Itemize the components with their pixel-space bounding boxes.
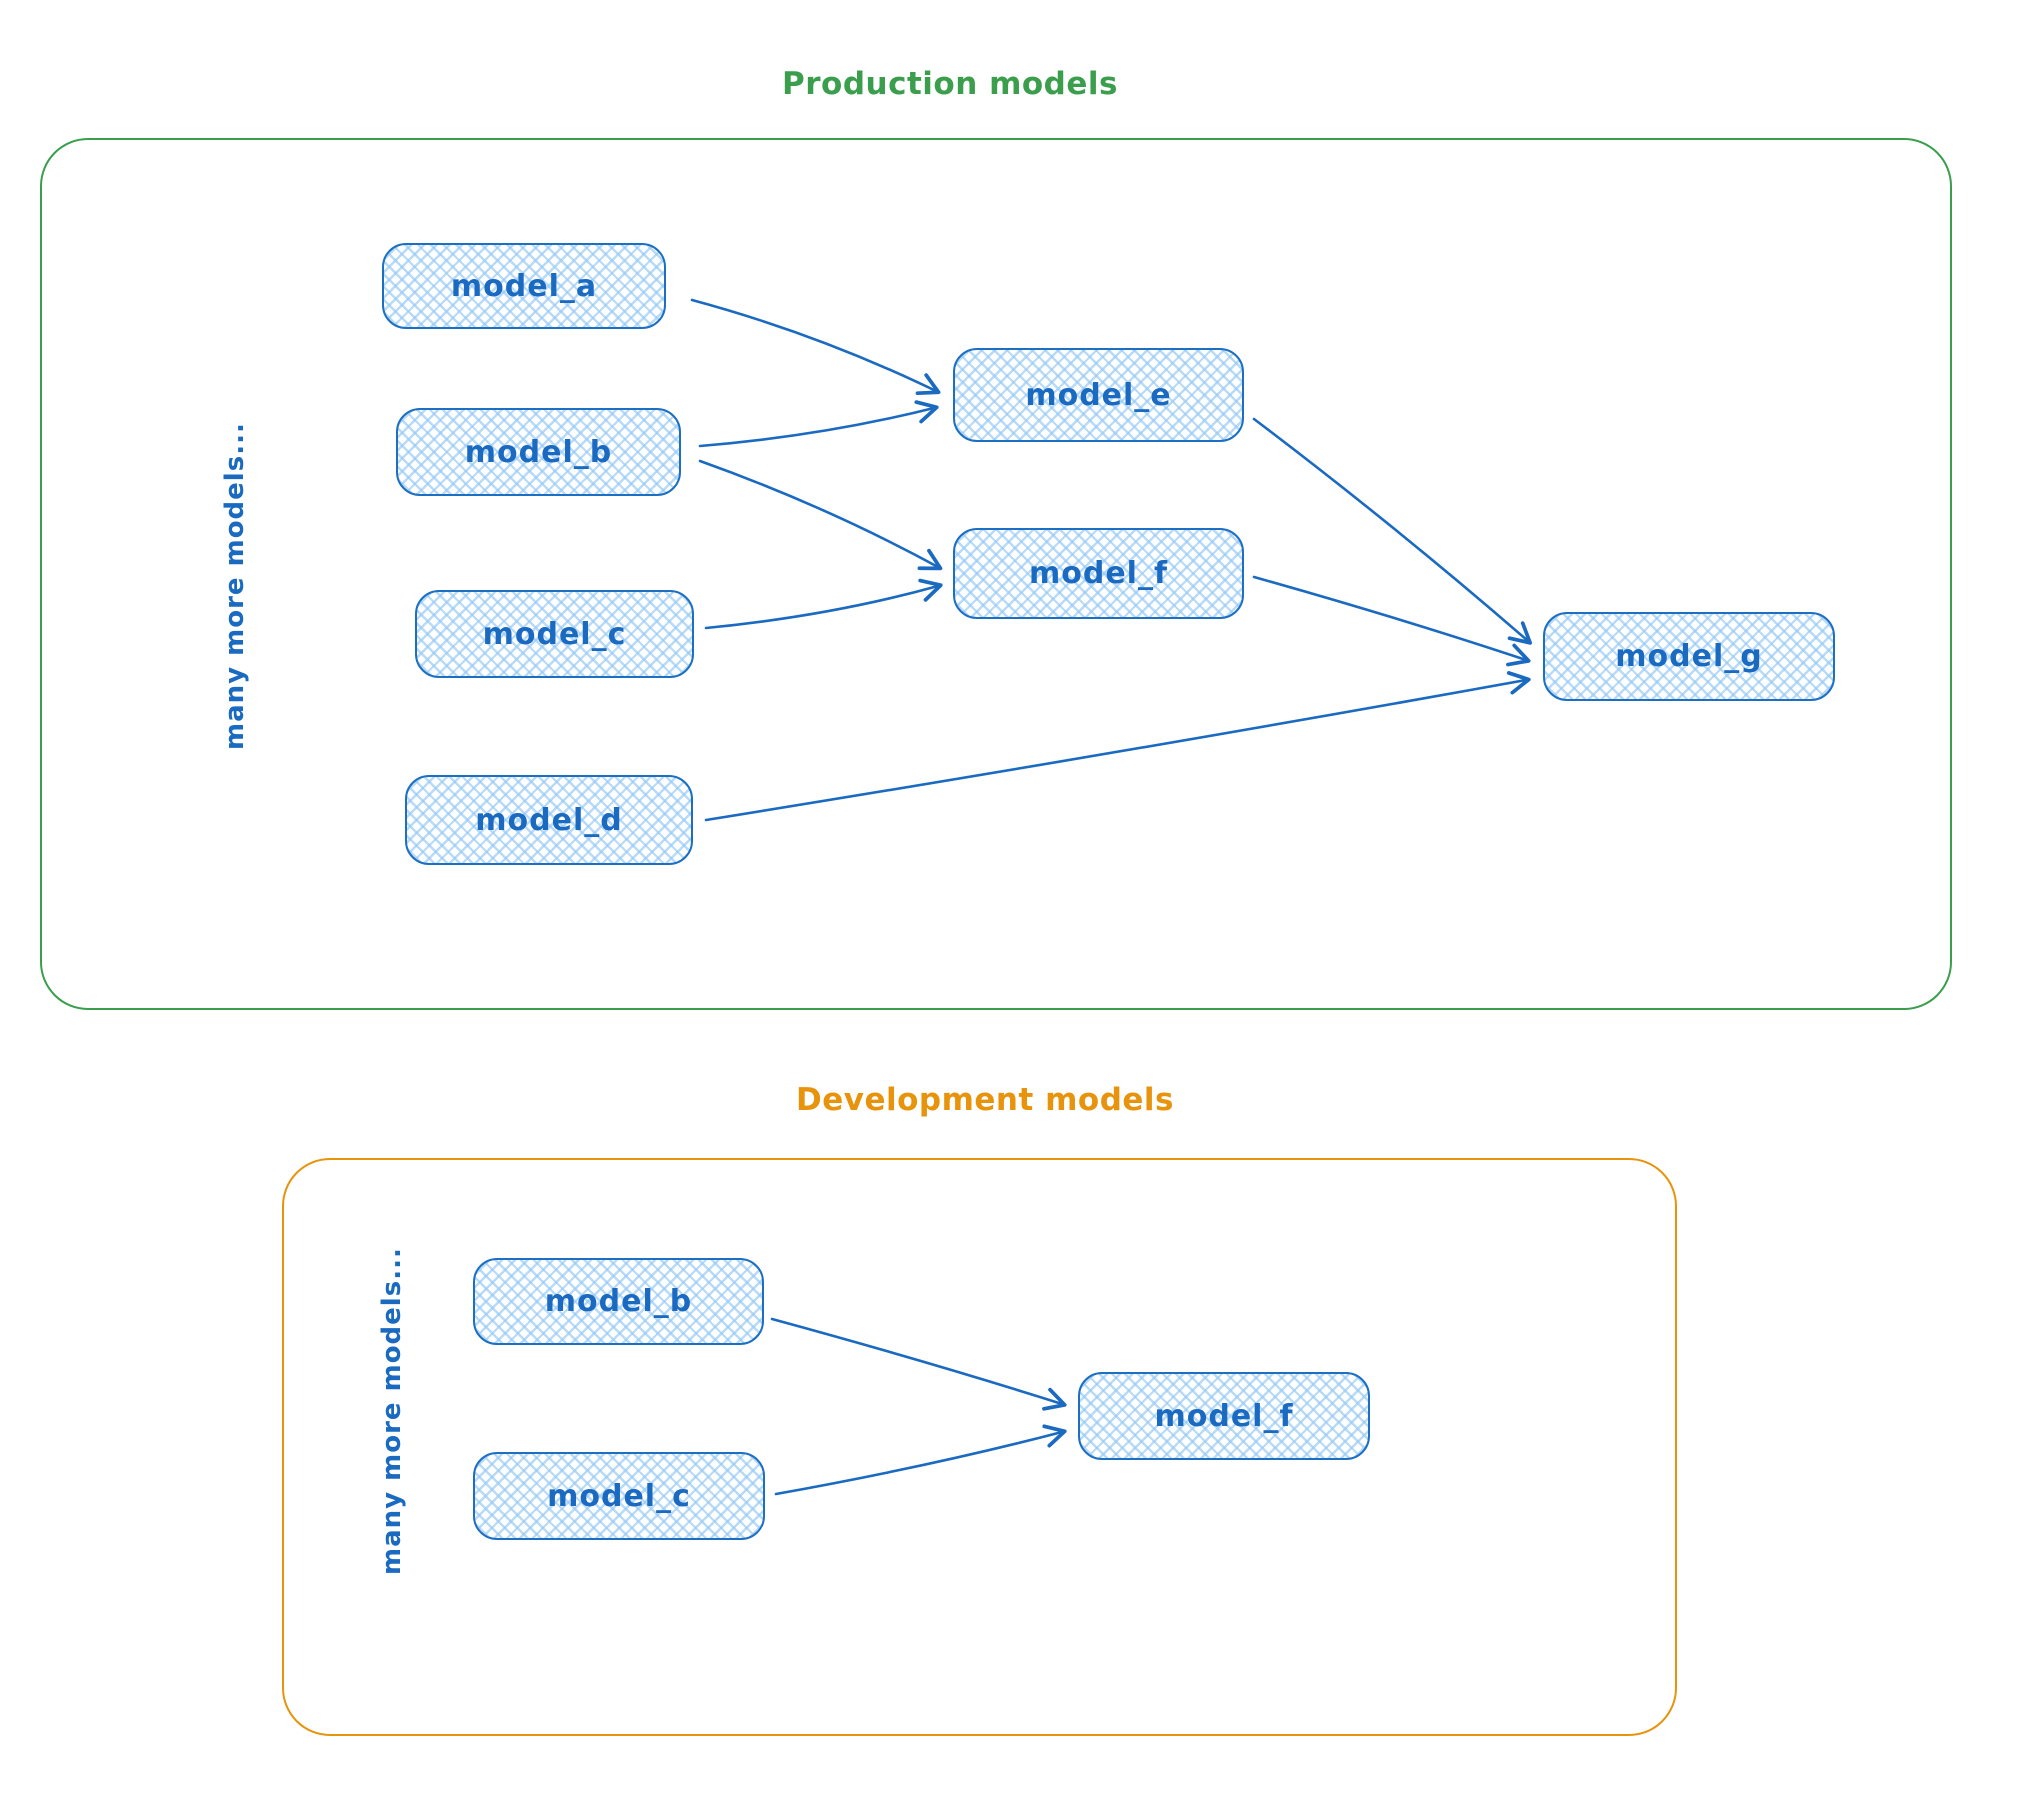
production-section-frame xyxy=(40,138,1952,1010)
node-model-f-development: model_f xyxy=(1078,1372,1370,1460)
node-label: model_f xyxy=(1154,1398,1294,1434)
node-label: model_g xyxy=(1615,639,1763,674)
node-model-b-development: model_b xyxy=(473,1258,764,1345)
development-section-frame xyxy=(282,1158,1677,1736)
production-section-title: Production models xyxy=(782,66,1118,102)
node-model-g-production: model_g xyxy=(1543,612,1835,701)
node-label: model_c xyxy=(547,1478,691,1514)
node-label: model_b xyxy=(464,434,613,470)
production-many-more-models-label: many more models... xyxy=(220,422,250,750)
node-model-a-production: model_a xyxy=(382,243,666,329)
node-model-b-production: model_b xyxy=(396,408,681,496)
node-label: model_a xyxy=(450,268,598,304)
development-section-title: Development models xyxy=(795,1082,1174,1118)
node-model-c-development: model_c xyxy=(473,1452,765,1540)
node-model-e-production: model_e xyxy=(953,348,1244,442)
node-label: model_c xyxy=(482,616,627,652)
node-model-c-production: model_c xyxy=(415,590,694,678)
node-label: model_d xyxy=(475,802,623,838)
node-model-d-production: model_d xyxy=(405,775,693,865)
node-label: model_e xyxy=(1025,377,1172,413)
node-model-f-production: model_f xyxy=(953,528,1244,619)
node-label: model_f xyxy=(1028,556,1169,591)
development-many-more-models-label: many more models... xyxy=(377,1247,407,1575)
node-label: model_b xyxy=(544,1284,693,1319)
